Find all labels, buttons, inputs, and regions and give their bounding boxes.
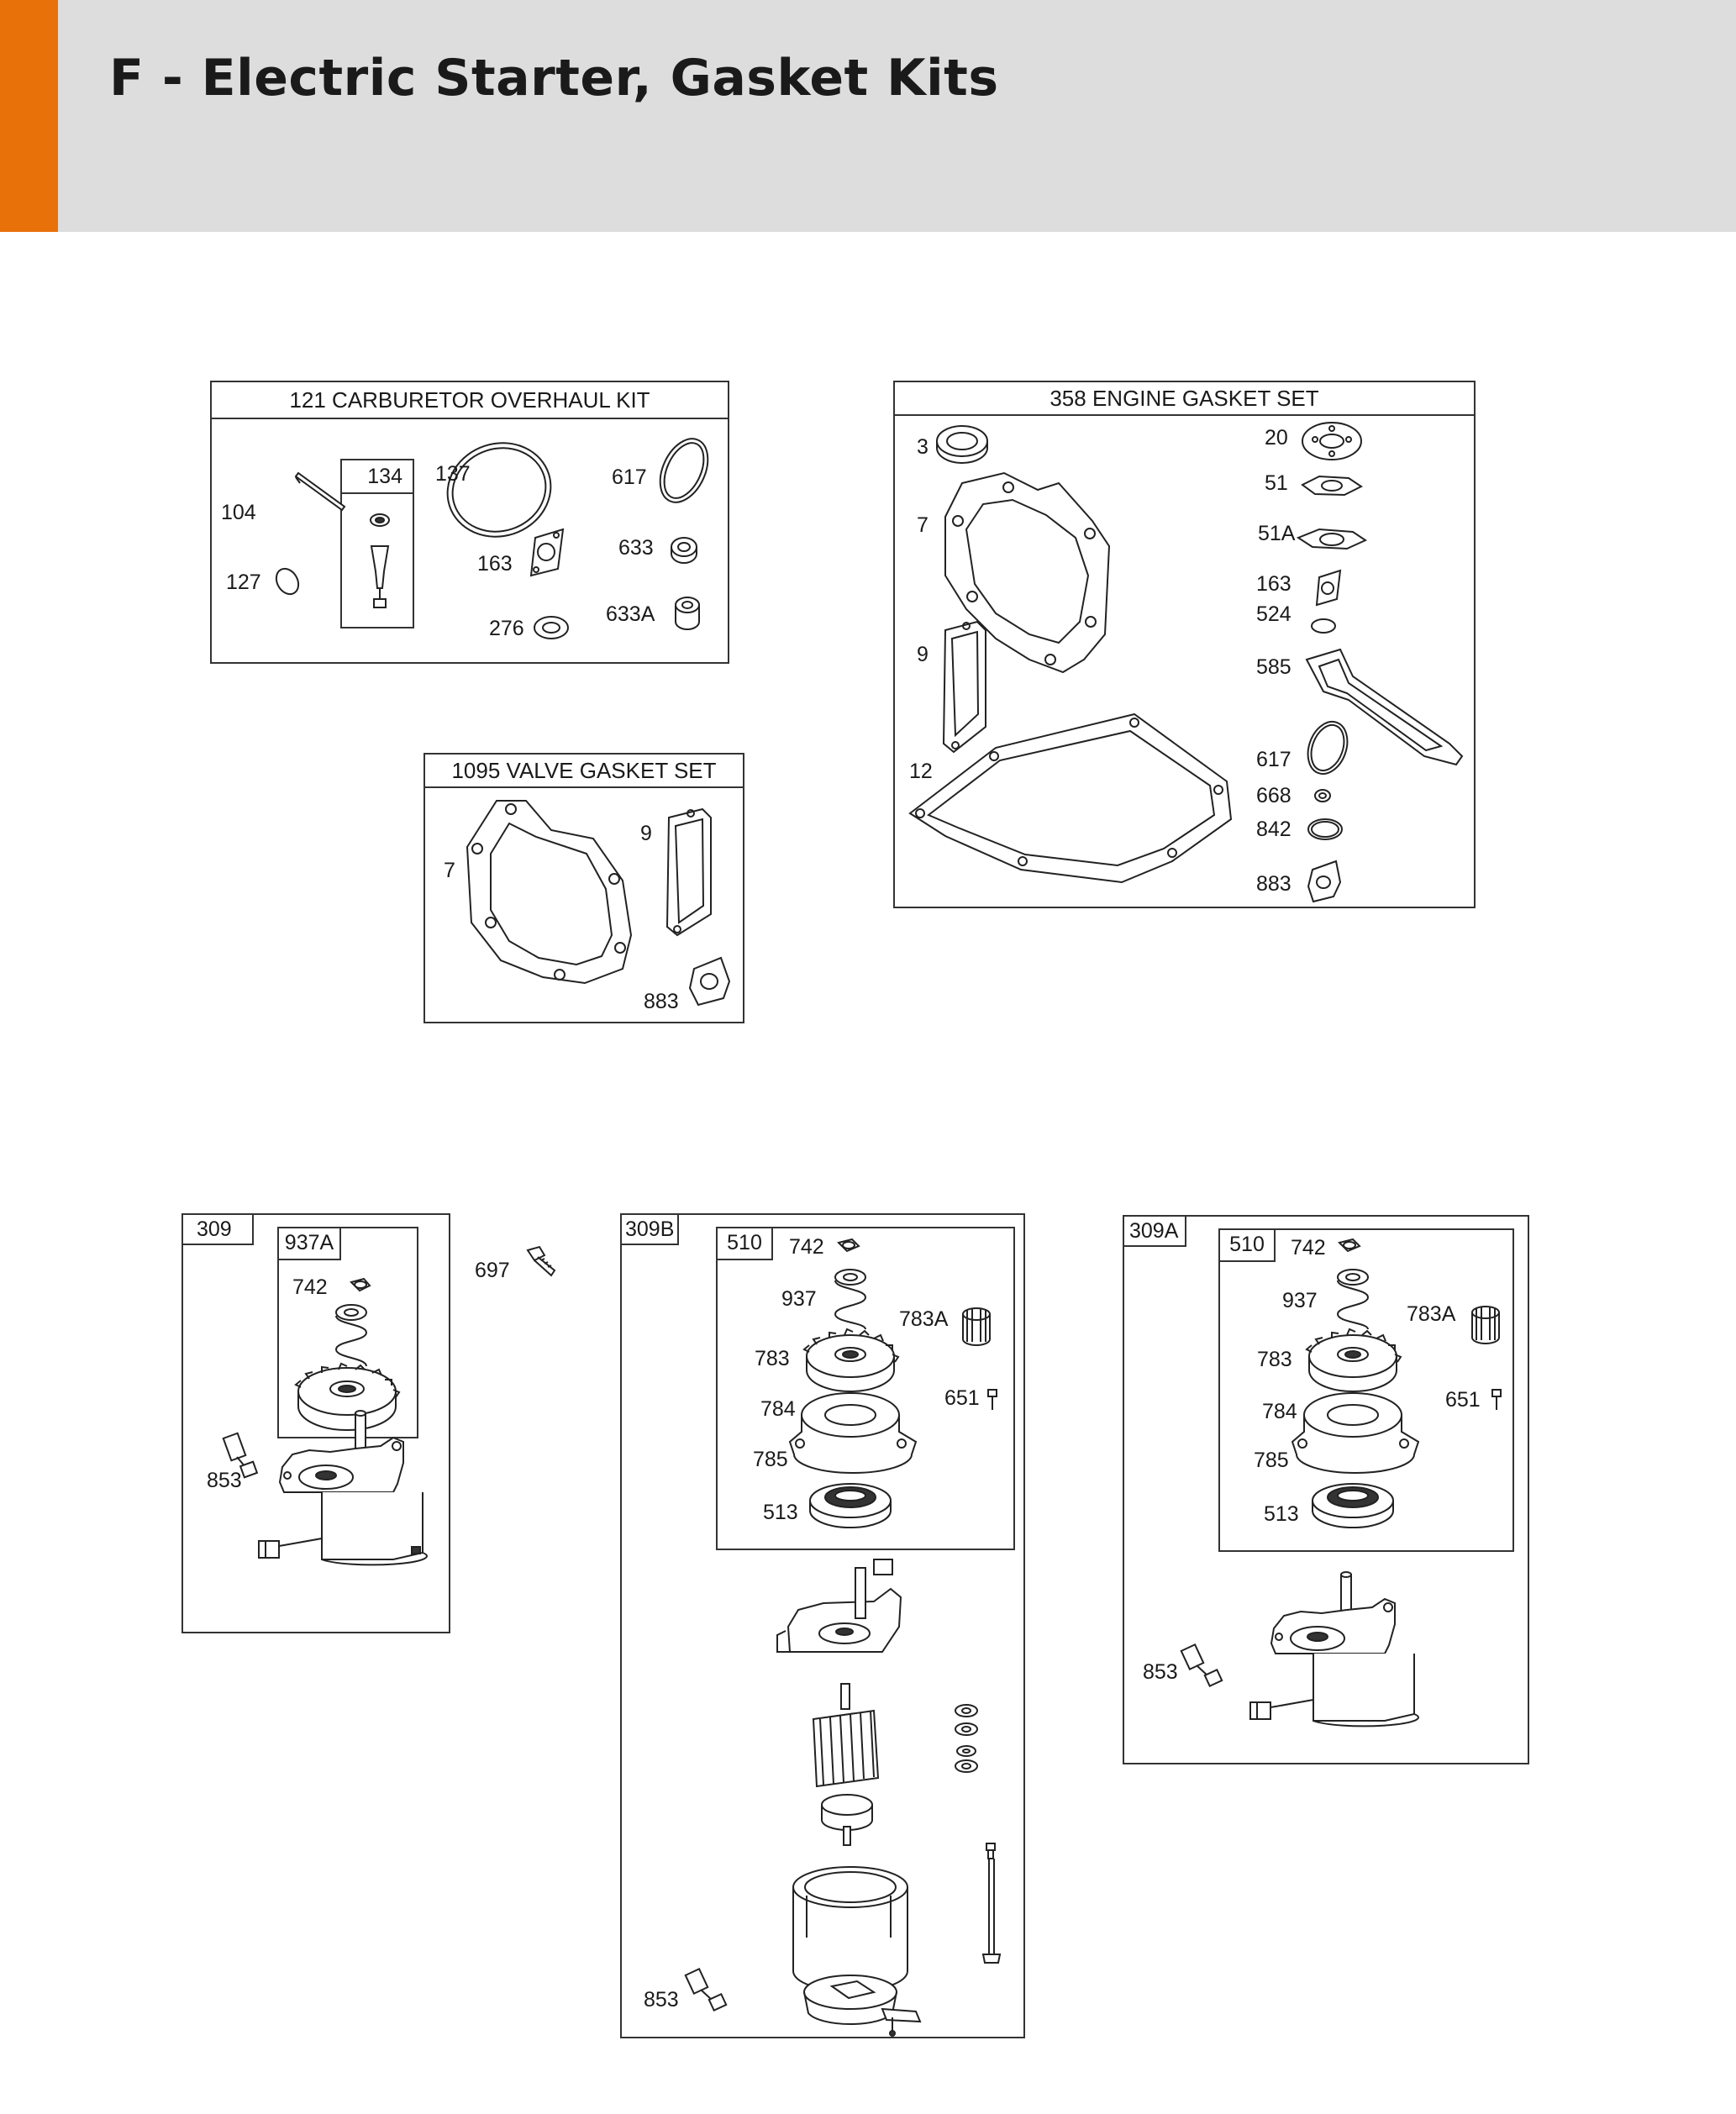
label-163: 163 [477, 552, 513, 576]
subkit-134-label: 134 [342, 460, 413, 494]
pin-104-drawing [294, 471, 346, 512]
header-accent-bar [0, 0, 58, 232]
starter-309-box: 309 937A 742 853 [181, 1213, 450, 1633]
label-617: 617 [612, 465, 647, 489]
label-9: 9 [917, 643, 928, 666]
page-title: F - Electric Starter, Gasket Kits [109, 49, 999, 108]
label-784: 784 [760, 1397, 796, 1421]
label-3: 3 [917, 435, 928, 459]
label-937: 937 [781, 1287, 817, 1311]
label-784: 784 [1262, 1400, 1297, 1423]
label-883: 883 [1256, 872, 1291, 896]
label-524: 524 [1256, 602, 1291, 626]
subkit-510-label: 510 [1220, 1230, 1276, 1262]
starter-309b-drawing [684, 1238, 1002, 2037]
label-742: 742 [1291, 1236, 1326, 1259]
label-127: 127 [226, 571, 261, 594]
label-742: 742 [789, 1235, 824, 1259]
label-783: 783 [1257, 1348, 1292, 1371]
starter-309a-tag: 309A [1123, 1215, 1186, 1247]
engine-gasket-parts-drawing [908, 422, 1464, 903]
label-513: 513 [1264, 1502, 1299, 1526]
label-742: 742 [292, 1275, 328, 1299]
carburetor-kit-header: 121 CARBURETOR OVERHAUL KIT [212, 382, 728, 419]
label-697: 697 [475, 1259, 510, 1282]
label-585: 585 [1256, 655, 1291, 679]
label-783a: 783A [1407, 1302, 1456, 1326]
valve-gasket-header: 1095 VALVE GASKET SET [425, 755, 743, 788]
label-633a: 633A [606, 602, 655, 626]
label-633: 633 [618, 536, 654, 560]
label-668: 668 [1256, 784, 1291, 807]
label-9: 9 [640, 822, 652, 845]
label-7: 7 [917, 513, 928, 537]
label-163: 163 [1256, 572, 1291, 596]
starter-309-tag: 309 [181, 1213, 254, 1245]
label-51a: 51A [1258, 522, 1296, 545]
label-20: 20 [1265, 426, 1288, 450]
label-7: 7 [444, 859, 455, 882]
label-783a: 783A [899, 1307, 949, 1331]
starter-309b-tag: 309B [620, 1213, 679, 1245]
label-617: 617 [1256, 748, 1291, 771]
carburetor-kit-parts-drawing [275, 438, 709, 639]
label-853: 853 [644, 1988, 679, 2011]
label-853: 853 [1143, 1660, 1178, 1684]
label-137: 137 [435, 462, 471, 486]
starter-309a-box: 309A 510 [1123, 1215, 1529, 1764]
engine-gasket-set-box: 358 ENGINE GASKET SET [893, 381, 1476, 908]
valve-gasket-parts-drawing [466, 800, 731, 1007]
carburetor-overhaul-kit-box: 121 CARBURETOR OVERHAUL KIT 134 104 127 … [210, 381, 729, 664]
engine-gasket-header: 358 ENGINE GASKET SET [895, 382, 1474, 416]
label-104: 104 [221, 501, 256, 524]
label-276: 276 [489, 617, 524, 640]
valve-gasket-set-box: 1095 VALVE GASKET SET 7 9 883 [423, 753, 744, 1023]
subkit-510-label: 510 [718, 1228, 773, 1260]
starter-309b-box: 309B 510 [620, 1213, 1025, 2038]
subkit-937a-label: 937A [279, 1228, 341, 1260]
label-937: 937 [1282, 1289, 1318, 1312]
label-651: 651 [944, 1386, 980, 1410]
label-883: 883 [644, 990, 679, 1013]
label-651: 651 [1445, 1388, 1481, 1412]
starter-309-drawing [222, 1277, 428, 1566]
label-785: 785 [753, 1448, 788, 1471]
label-513: 513 [763, 1501, 798, 1524]
label-785: 785 [1254, 1449, 1289, 1472]
label-842: 842 [1256, 818, 1291, 841]
label-51: 51 [1265, 471, 1288, 495]
label-783: 783 [755, 1347, 790, 1370]
label-12: 12 [909, 760, 933, 783]
page-header: F - Electric Starter, Gasket Kits [0, 0, 1736, 232]
label-853: 853 [207, 1469, 242, 1492]
starter-309a-drawing [1180, 1238, 1502, 1727]
